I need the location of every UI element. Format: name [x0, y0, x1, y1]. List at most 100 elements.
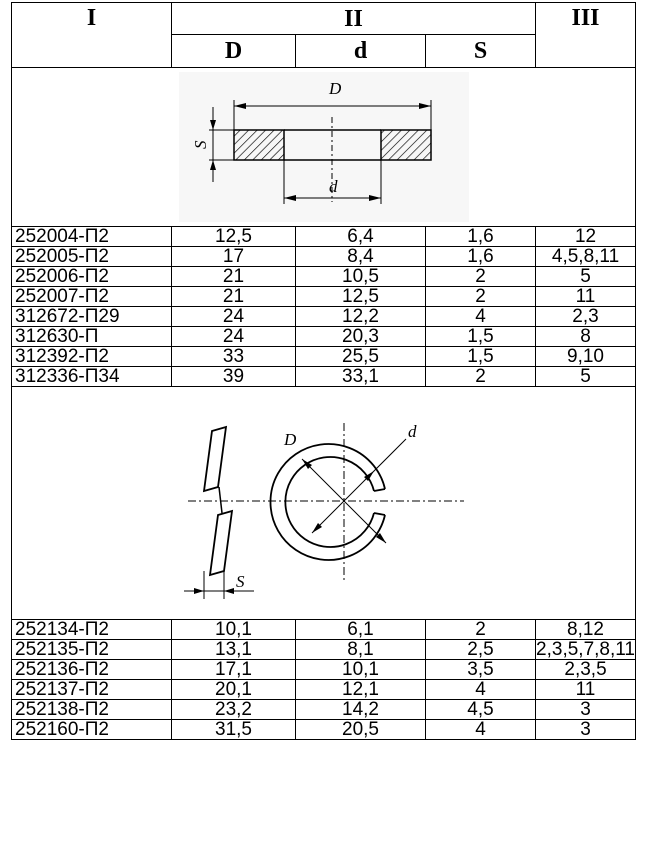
cell-s: 2 [425, 286, 536, 307]
cell-s: 4 [425, 679, 536, 700]
cell-code: 252135-П2 [11, 639, 172, 660]
cell-d: 10,5 [295, 266, 426, 287]
cell-d: 39 [171, 366, 296, 387]
cell-d: 8,4 [295, 246, 426, 267]
cell-s: 2,5 [425, 639, 536, 660]
cell-d: 20,3 [295, 326, 426, 347]
cell-d: 10,1 [171, 619, 296, 640]
cell-code: 252138-П2 [11, 699, 172, 720]
cell-d: 13,1 [171, 639, 296, 660]
cell-iii: 5 [534, 366, 637, 387]
cell-code: 252006-П2 [11, 266, 172, 287]
cell-iii: 8 [534, 326, 637, 347]
cell-iii: 3 [534, 719, 637, 740]
spring-washer-drawing: D d S [183, 422, 464, 599]
cell-code: 252007-П2 [11, 286, 172, 307]
label-d: d [329, 177, 338, 196]
label-d: d [408, 422, 417, 441]
cell-iii: 12 [534, 226, 637, 247]
cell-d: 33,1 [295, 366, 426, 387]
cell-s: 4 [425, 306, 536, 327]
cell-d: 33 [171, 346, 296, 367]
cell-s: 1,5 [425, 326, 536, 347]
cell-iii: 2,3,5,7,8,11 [534, 639, 637, 660]
spring-washer-figure-cell: D d S [10, 386, 637, 620]
cell-s: 1,6 [425, 226, 536, 247]
cell-code: 312336-П34 [11, 366, 172, 387]
cell-code: 312392-П2 [11, 346, 172, 367]
cell-d: 24 [171, 326, 296, 347]
label-D: D [328, 79, 342, 98]
header-S: S [425, 34, 536, 68]
cell-s: 1,5 [425, 346, 536, 367]
cell-code: 252134-П2 [11, 619, 172, 640]
header-col-I: I [11, 2, 172, 68]
cell-d: 21 [171, 266, 296, 287]
cell-s: 1,6 [425, 246, 536, 267]
header-d: d [295, 34, 426, 68]
cell-d: 8,1 [295, 639, 426, 660]
cell-iii: 2,3 [534, 306, 637, 327]
washer-table: I II III D d S [10, 2, 637, 740]
cell-s: 2 [425, 619, 536, 640]
cell-d: 14,2 [295, 699, 426, 720]
cell-d: 25,5 [295, 346, 426, 367]
cell-code: 252005-П2 [11, 246, 172, 267]
cell-d: 20,1 [171, 679, 296, 700]
cell-d: 6,4 [295, 226, 426, 247]
cell-d: 6,1 [295, 619, 426, 640]
cell-code: 312630-П [11, 326, 172, 347]
cell-d: 17 [171, 246, 296, 267]
cell-d: 12,2 [295, 306, 426, 327]
cell-s: 3,5 [425, 659, 536, 680]
cell-code: 312672-П29 [11, 306, 172, 327]
cell-iii: 3 [534, 699, 637, 720]
cell-d: 12,5 [171, 226, 296, 247]
cell-iii: 4,5,8,11 [534, 246, 637, 267]
cell-d: 12,5 [295, 286, 426, 307]
cell-iii: 11 [534, 286, 637, 307]
cell-d: 21 [171, 286, 296, 307]
cell-code: 252137-П2 [11, 679, 172, 700]
flat-washer-figure-cell: D d S [10, 67, 637, 227]
cell-d: 31,5 [171, 719, 296, 740]
label-S: S [236, 572, 245, 591]
cell-s: 2 [425, 366, 536, 387]
header-D: D [171, 34, 296, 68]
header-col-III: III [534, 2, 637, 68]
cell-d: 24 [171, 306, 296, 327]
cell-iii: 11 [534, 679, 637, 700]
cell-code: 252004-П2 [11, 226, 172, 247]
cell-iii: 2,3,5 [534, 659, 637, 680]
cell-d: 23,2 [171, 699, 296, 720]
flat-washer-drawing: D d S [178, 72, 469, 222]
cell-iii: 5 [534, 266, 637, 287]
cell-s: 4,5 [425, 699, 536, 720]
cell-s: 2 [425, 266, 536, 287]
cell-d: 10,1 [295, 659, 426, 680]
cell-d: 20,5 [295, 719, 426, 740]
cell-iii: 8,12 [534, 619, 637, 640]
cell-s: 4 [425, 719, 536, 740]
header-col-II: II [171, 2, 536, 35]
cell-iii: 9,10 [534, 346, 637, 367]
cell-d: 17,1 [171, 659, 296, 680]
label-D: D [283, 430, 297, 449]
cell-code: 252160-П2 [11, 719, 172, 740]
label-S: S [191, 140, 210, 149]
cell-d: 12,1 [295, 679, 426, 700]
